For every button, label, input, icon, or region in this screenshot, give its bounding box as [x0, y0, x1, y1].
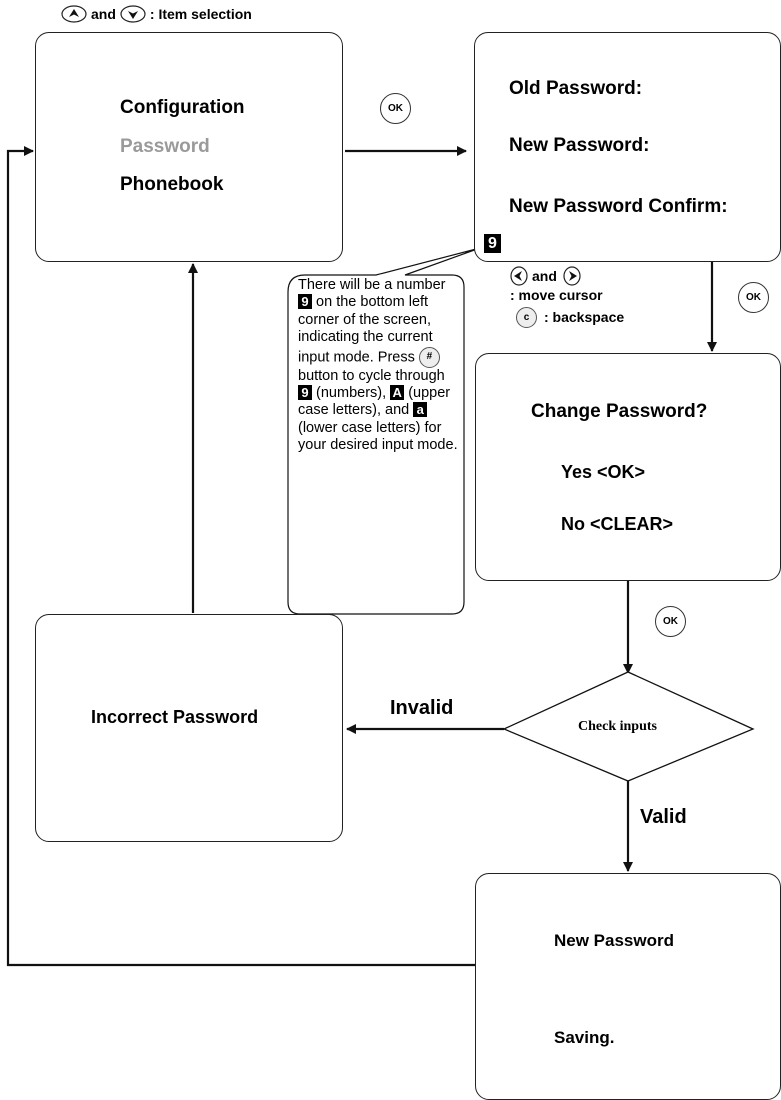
change-password-title: Change Password?: [531, 401, 708, 422]
change-password-screen: Change Password? Yes <OK> No <CLEAR>: [475, 353, 781, 581]
incorrect-password-text: Incorrect Password: [91, 707, 259, 727]
menu-item-phonebook: Phonebook: [120, 174, 224, 195]
callout-bubble: [287, 247, 481, 615]
backspace-label: : backspace: [544, 309, 625, 325]
c-key-icon: c: [516, 307, 537, 328]
menu-item-password: Password: [120, 136, 210, 157]
up-arrow-button-icon: [61, 5, 87, 23]
cursor-hint: and : move cursor c : backspace: [510, 266, 624, 328]
saving-screen: New Password Saving.: [475, 873, 781, 1100]
input-mode-badge-text: 9: [488, 234, 497, 252]
no-clear-option: No <CLEAR>: [561, 514, 674, 534]
badge-number-icon: 9: [298, 385, 312, 401]
new-password-label: New Password:: [509, 135, 650, 156]
badge-lower-icon: a: [413, 402, 428, 418]
cursor-and-text: and: [532, 267, 557, 284]
password-entry-screen: Old Password: New Password: New Password…: [474, 32, 781, 262]
incorrect-password-screen: Incorrect Password: [35, 614, 343, 842]
callout-text-4: (numbers),: [316, 385, 387, 402]
input-mode-badge: 9: [484, 234, 501, 253]
callout-text-1: There will be a number: [298, 277, 446, 293]
callout-text-2: on the bottom left corner of the screen,…: [298, 294, 433, 365]
hash-key-icon: #: [418, 346, 440, 368]
callout-text-5: (upper case letters), and: [298, 385, 451, 419]
decision-diamond: [502, 671, 755, 782]
old-password-label: Old Password:: [509, 78, 643, 99]
yes-ok-option: Yes <OK>: [561, 462, 646, 482]
menu-item-configuration: Configuration: [120, 97, 245, 118]
valid-label: Valid: [640, 806, 687, 828]
badge-number-icon: 9: [298, 294, 312, 310]
input-mode-callout: There will be a number 9 on the bottom l…: [298, 277, 458, 455]
saving-status: Saving.: [554, 1028, 615, 1047]
menu-screen: Configuration Password Phonebook: [35, 32, 343, 262]
badge-upper-icon: A: [390, 385, 405, 401]
ok-button-icon: OK: [738, 282, 769, 313]
check-inputs-label: Check inputs: [578, 719, 657, 734]
down-arrow-button-icon: [120, 5, 146, 23]
right-arrow-button-icon: [563, 266, 581, 286]
ok-button-icon: OK: [380, 93, 411, 124]
callout-text-3: button to cycle through: [298, 367, 445, 384]
invalid-label: Invalid: [390, 697, 454, 719]
item-selection-hint: and : Item selection: [61, 5, 252, 23]
left-arrow-button-icon: [510, 266, 528, 286]
new-password-confirm-label: New Password Confirm:: [509, 196, 728, 217]
and-text: and: [91, 6, 116, 22]
new-password-title: New Password: [554, 931, 674, 950]
arrow-saving-to-menu: [6, 146, 475, 967]
callout-text-6: (lower case letters) for your desired in…: [298, 419, 458, 454]
move-cursor-label: : move cursor: [510, 287, 603, 303]
ok-button-icon: OK: [655, 606, 686, 637]
item-selection-label: : Item selection: [149, 6, 252, 22]
